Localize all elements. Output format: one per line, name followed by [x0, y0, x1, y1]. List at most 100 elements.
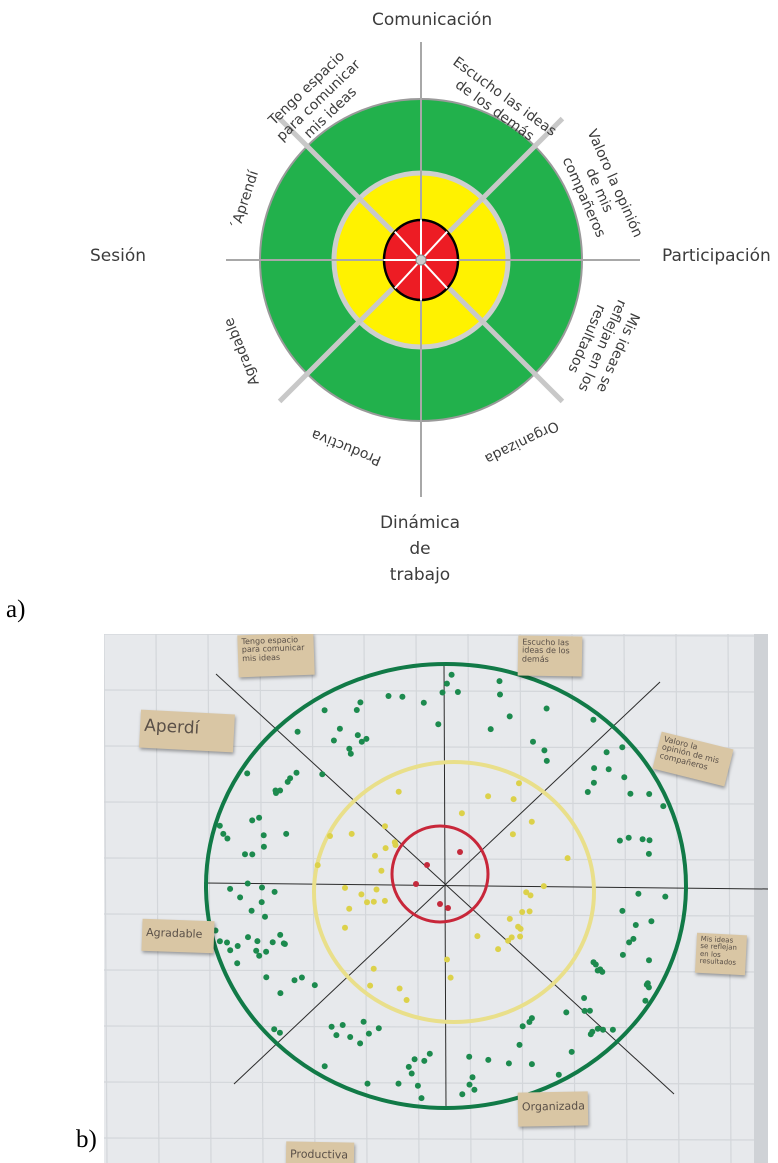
paper-fold: [467, 634, 472, 1163]
vote-dot-green: [591, 765, 598, 772]
paper-fold: [104, 689, 768, 693]
vote-dot-green: [543, 757, 550, 764]
vote-dot-green: [662, 893, 669, 900]
vote-dot-green: [625, 834, 632, 841]
vote-dot-yellow: [528, 818, 535, 825]
vote-dot-yellow: [370, 965, 377, 972]
vote-dot-green: [619, 744, 626, 751]
vote-dot-yellow: [485, 793, 492, 800]
vote-dot-green: [516, 1041, 523, 1048]
vote-dot-green: [258, 899, 265, 906]
vote-dot-yellow: [378, 867, 385, 874]
vote-dot-green: [256, 814, 263, 821]
center-point: [415, 254, 427, 266]
vote-dot-yellow: [508, 934, 515, 941]
vote-dot-green: [411, 1056, 418, 1063]
vote-dot-green: [263, 974, 270, 981]
vote-dot-green: [298, 974, 305, 981]
vote-dot-green: [496, 678, 503, 685]
vote-dot-green: [269, 939, 276, 946]
vote-dot-green: [448, 671, 455, 678]
vote-dot-green: [227, 947, 234, 954]
vote-dot-green: [642, 997, 649, 1004]
vote-dot-yellow: [516, 780, 522, 787]
vote-dot-yellow: [396, 985, 403, 992]
vote-dot-green: [271, 1026, 278, 1033]
vote-dot-green: [227, 885, 234, 892]
vote-dot-green: [234, 960, 241, 967]
diagonal-divider: [447, 116, 565, 234]
vote-dot-yellow: [564, 855, 571, 862]
vote-dot-green: [435, 721, 442, 728]
vote-dot-green: [528, 1015, 535, 1022]
vote-dot-red: [437, 901, 443, 907]
vote-dot-green: [609, 1026, 616, 1033]
vote-dot-green: [497, 691, 503, 698]
paper-fold: [104, 801, 768, 805]
vote-dot-green: [459, 1091, 466, 1098]
vote-dot-green: [385, 693, 392, 699]
vote-dot-yellow: [392, 842, 399, 848]
vote-dot-green: [294, 728, 301, 735]
vote-dot-yellow: [314, 862, 321, 869]
vote-dot-green: [646, 791, 653, 797]
vote-dot-green: [358, 738, 365, 745]
vote-dot-green: [632, 922, 639, 928]
vote-dot-green: [283, 830, 290, 837]
category-dinamica-line-2: de: [409, 539, 431, 559]
vote-dot-red: [445, 905, 451, 911]
note-tengo-espacio: Tengo espacio para comunicar mis ideas: [237, 634, 315, 678]
vote-dot-green: [272, 787, 279, 794]
vote-dot-green: [259, 884, 265, 891]
vote-dot-green: [216, 822, 223, 829]
vote-dot-green: [408, 1070, 415, 1077]
board-ring-red: [390, 824, 490, 924]
diagonal-divider: [277, 286, 395, 404]
panel-label-a: a): [6, 596, 26, 623]
sector-label-line: Productiva: [309, 426, 384, 469]
panel-label-b: b): [76, 1126, 97, 1153]
vote-dot-green: [354, 732, 361, 739]
vote-dot-green: [249, 817, 256, 824]
vote-dot-green: [619, 907, 626, 914]
vote-dot-green: [646, 837, 653, 844]
paper-fold: [675, 634, 680, 1163]
vote-dot-green: [581, 1007, 588, 1014]
category-dinamica-line-1: Dinámica: [379, 513, 461, 533]
sector-label-organizada: Organizada: [482, 417, 561, 467]
paper-fold: [104, 1137, 768, 1141]
vote-dot-green: [589, 1028, 596, 1035]
board-ring-yellow: [312, 760, 596, 1024]
vote-dot-yellow: [517, 933, 524, 940]
vote-dot-green: [277, 931, 284, 938]
vote-dot-green: [627, 790, 634, 797]
vote-dot-green: [621, 774, 628, 781]
sector-label-productiva: Productiva: [309, 426, 384, 469]
vote-dot-yellow: [367, 982, 374, 989]
vote-dot-red: [424, 862, 430, 868]
vote-dot-green: [648, 918, 655, 925]
note-mis-ideas: Mis ideas se reflejan en los resultados: [694, 932, 748, 976]
sector-label-line: Organizada: [482, 417, 561, 467]
vote-dot-green: [639, 836, 646, 843]
vote-dot-green: [630, 935, 637, 942]
note-aperdi: Aperdí: [139, 709, 235, 753]
vote-dot-green: [485, 1056, 492, 1063]
vote-dot-yellow: [342, 924, 348, 931]
vote-dot-green: [277, 990, 284, 997]
vote-dot-green: [346, 745, 353, 752]
vote-dot-green: [420, 699, 427, 706]
vote-dot-yellow: [458, 810, 465, 817]
vote-dot-green: [584, 789, 591, 795]
vote-dot-green: [563, 1009, 570, 1016]
vote-dot-green: [260, 843, 267, 850]
vote-dot-yellow: [382, 845, 389, 852]
paper-fold: [415, 634, 420, 1163]
vote-dot-green: [528, 1061, 535, 1068]
vote-dot-green: [280, 940, 287, 947]
vote-dot-green: [616, 837, 623, 844]
vote-dot-green: [220, 830, 227, 837]
paper-edge-shadow: [754, 634, 768, 1163]
vote-dot-green: [414, 1082, 421, 1089]
diagonal-divider: [447, 286, 565, 404]
